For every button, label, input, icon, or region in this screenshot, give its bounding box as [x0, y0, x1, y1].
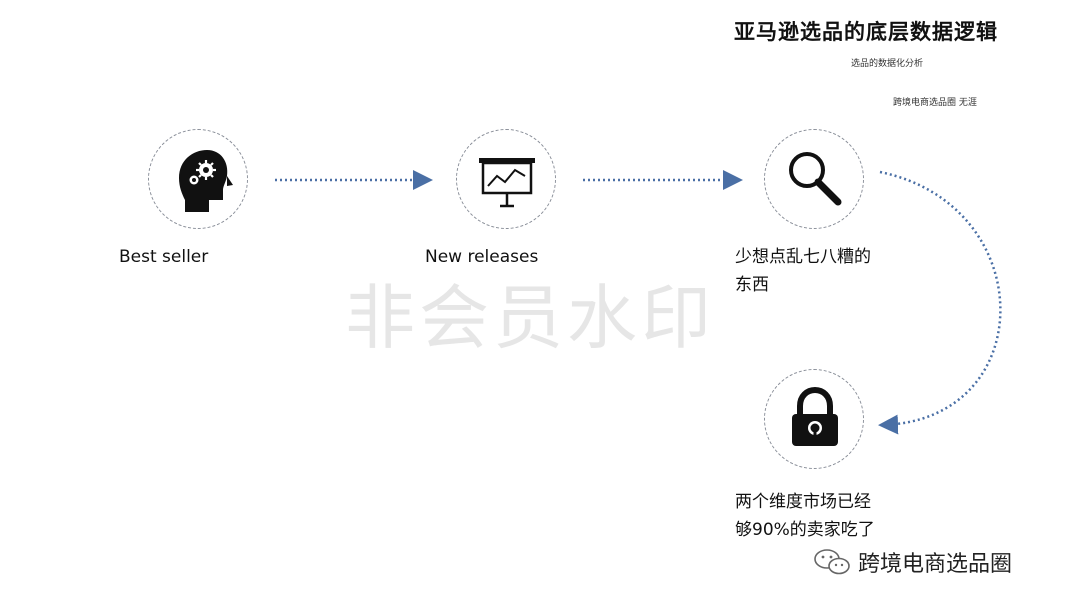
node-label-line: 两个维度市场已经	[735, 492, 871, 512]
diagram-subtitle: 选品的数据化分析	[851, 59, 924, 69]
author-credit: 跨境电商选品圈 无涯	[893, 98, 977, 108]
node-new-releases	[456, 129, 556, 229]
node-label-line: 够90%的卖家吃了	[735, 520, 875, 540]
wechat-icon	[814, 549, 850, 575]
node-padlock	[764, 369, 864, 469]
watermark-text: 非会员水印	[345, 277, 715, 359]
node-label-padlock: 两个维度市场已经 够90%的卖家吃了	[735, 488, 875, 544]
node-label-line: 少想点乱七八糟的	[735, 247, 871, 267]
node-magnifier	[764, 129, 864, 229]
diagram-title: 亚马逊选品的底层数据逻辑	[734, 20, 998, 44]
brand-name: 跨境电商选品圈	[858, 552, 1013, 577]
brand-mark: 跨境电商选品圈	[812, 546, 1012, 578]
node-label-new-releases: New releases	[425, 247, 539, 267]
node-label-line: 东西	[735, 275, 769, 295]
node-best-seller	[148, 129, 248, 229]
arrow-3-to-4	[878, 170, 1002, 435]
magnifier-icon	[789, 152, 842, 206]
node-label-best-seller: Best seller	[119, 247, 209, 267]
head-gears-icon	[179, 150, 233, 212]
padlock-icon	[792, 386, 838, 446]
presentation-chart-icon	[479, 158, 535, 208]
node-label-magnifier: 少想点乱七八糟的 东西	[735, 243, 871, 299]
